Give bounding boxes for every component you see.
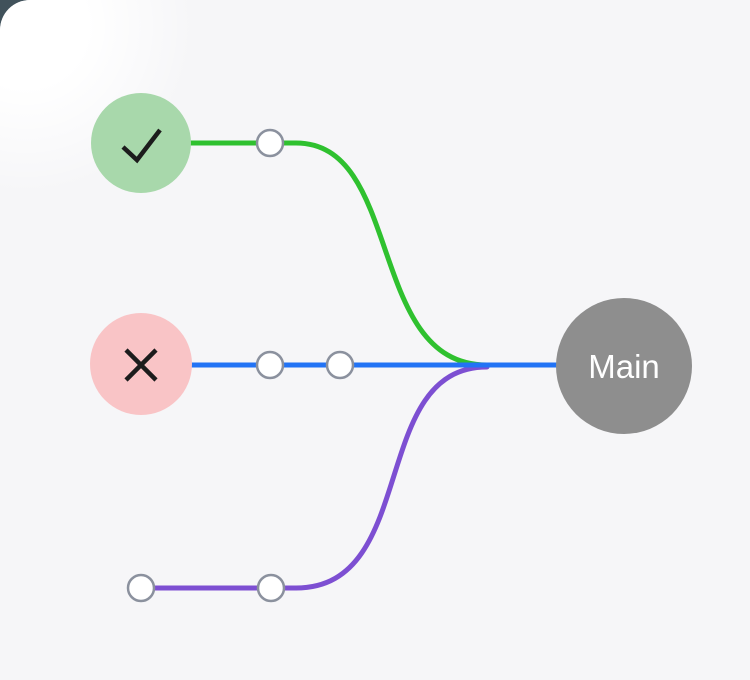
commit-node[interactable] — [255, 128, 285, 158]
commit-node[interactable] — [126, 573, 156, 603]
status-node-success — [91, 93, 191, 193]
branch-line-bottom — [151, 364, 490, 591]
main-node[interactable]: Main — [556, 298, 692, 434]
commit-node[interactable] — [256, 573, 286, 603]
status-node-failure — [90, 313, 192, 415]
main-node-label: Main — [588, 348, 660, 385]
check-icon — [121, 128, 162, 164]
commit-node[interactable] — [325, 350, 355, 380]
main-node-circle[interactable] — [556, 298, 692, 434]
branch-line-top — [188, 140, 490, 368]
commit-node[interactable] — [255, 350, 285, 380]
status-circle-success — [91, 93, 191, 193]
x-icon — [124, 348, 158, 382]
